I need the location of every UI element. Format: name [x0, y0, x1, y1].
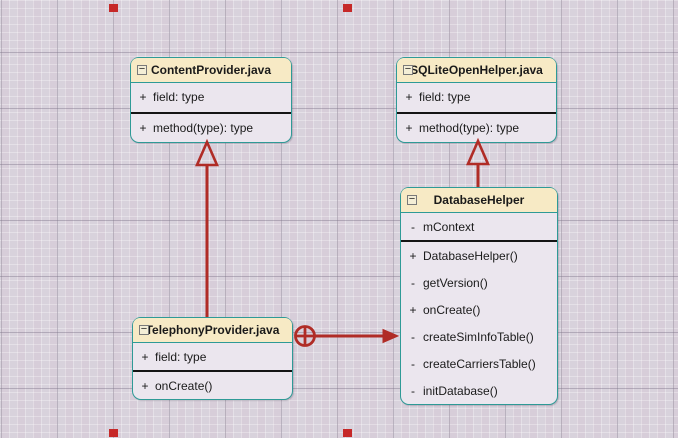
collapse-minus-icon[interactable]: − — [407, 195, 417, 205]
member-label: DatabaseHelper() — [423, 248, 518, 263]
member-visibility-sign: + — [139, 120, 147, 135]
attribute-row[interactable]: + field: type — [133, 343, 292, 370]
class-header[interactable]: − DatabaseHelper — [401, 188, 557, 213]
member-label: field: type — [153, 90, 205, 105]
selection-handle[interactable] — [109, 429, 118, 437]
method-row[interactable]: + method(type): type — [131, 114, 291, 143]
member-visibility-sign: + — [409, 248, 417, 263]
method-row[interactable]: -createCarriersTable() — [401, 350, 557, 377]
member-label: method(type): type — [419, 120, 520, 135]
class-box-sqliteopenhelper-java[interactable]: −SQLiteOpenHelper.java + field: type + metho… — [396, 57, 557, 143]
generalization-arrow-telephonyprovider-java-to-contentprovider-java[interactable] — [195, 138, 219, 317]
class-box-contentprovider-java[interactable]: −ContentProvider.java+field: type+method… — [130, 57, 292, 143]
section-divider — [401, 240, 557, 242]
method-row[interactable]: + DatabaseHelper() — [401, 242, 557, 269]
method-row[interactable]: -createSimInfoTable() — [401, 323, 557, 350]
solid-arrowhead — [382, 328, 400, 344]
method-row[interactable]: + onCreate() — [401, 296, 557, 323]
class-header[interactable]: −SQLiteOpenHelper.java — [397, 58, 556, 83]
member-visibility-sign: + — [139, 90, 147, 105]
attribute-row[interactable]: -mContext — [401, 213, 557, 240]
member-label: onCreate() — [423, 302, 481, 317]
member-label: createCarriersTable() — [423, 356, 536, 371]
member-visibility-sign: - — [411, 219, 415, 234]
member-visibility-sign: - — [411, 356, 415, 371]
class-title: TelephonyProvider.java — [145, 323, 280, 337]
section-divider — [397, 111, 556, 114]
member-label: createSimInfoTable() — [423, 329, 534, 344]
class-header[interactable]: −TelephonyProvider.java — [133, 318, 292, 343]
section-divider — [133, 370, 292, 372]
member-visibility-sign: + — [141, 378, 149, 393]
class-title: SQLiteOpenHelper.java — [410, 63, 543, 77]
containment-arrow-telephonyprovider-java-to-databasehelper[interactable] — [294, 325, 400, 347]
containment-circle-plus-icon — [294, 325, 316, 347]
member-visibility-sign: - — [411, 275, 415, 290]
member-label: field: type — [155, 349, 207, 364]
selection-handle[interactable] — [343, 429, 352, 437]
selection-handle[interactable] — [109, 4, 118, 12]
member-visibility-sign: + — [141, 349, 149, 364]
member-visibility-sign: + — [405, 90, 413, 105]
member-visibility-sign: + — [405, 120, 413, 135]
member-label: mContext — [423, 219, 475, 234]
class-header[interactable]: −ContentProvider.java — [131, 58, 291, 83]
attribute-row[interactable]: + field: type — [397, 83, 556, 112]
collapse-minus-icon[interactable]: − — [137, 65, 147, 75]
method-row[interactable]: + onCreate() — [133, 372, 292, 399]
class-title: DatabaseHelper — [433, 193, 525, 207]
section-divider — [131, 111, 291, 114]
generalization-arrow-databasehelper-to-sqliteopenhelper-java[interactable] — [466, 137, 490, 187]
member-visibility-sign: - — [411, 383, 415, 398]
member-label: method(type): type — [153, 120, 254, 135]
method-row[interactable]: + method(type): type — [397, 114, 556, 143]
class-title: ContentProvider.java — [150, 63, 272, 77]
collapse-minus-icon[interactable]: − — [403, 65, 413, 75]
selection-handle[interactable] — [343, 4, 352, 12]
member-label: field: type — [419, 90, 471, 105]
hollow-triangle-arrowhead — [195, 138, 219, 167]
member-visibility-sign: + — [409, 302, 417, 317]
class-box-telephonyprovider-java[interactable]: −TelephonyProvider.java + field: type + onCr… — [132, 317, 293, 400]
method-row[interactable]: -getVersion() — [401, 269, 557, 296]
member-visibility-sign: - — [411, 329, 415, 344]
hollow-triangle-arrowhead — [466, 137, 490, 166]
method-row[interactable]: -initDatabase() — [401, 377, 557, 404]
class-box-databasehelper[interactable]: −DatabaseHelper-mContext+DatabaseHelper(… — [400, 187, 558, 405]
attribute-row[interactable]: + field: type — [131, 83, 291, 112]
member-label: getVersion() — [423, 275, 488, 290]
member-label: onCreate() — [155, 378, 213, 393]
member-label: initDatabase() — [423, 383, 498, 398]
collapse-minus-icon[interactable]: − — [139, 325, 149, 335]
